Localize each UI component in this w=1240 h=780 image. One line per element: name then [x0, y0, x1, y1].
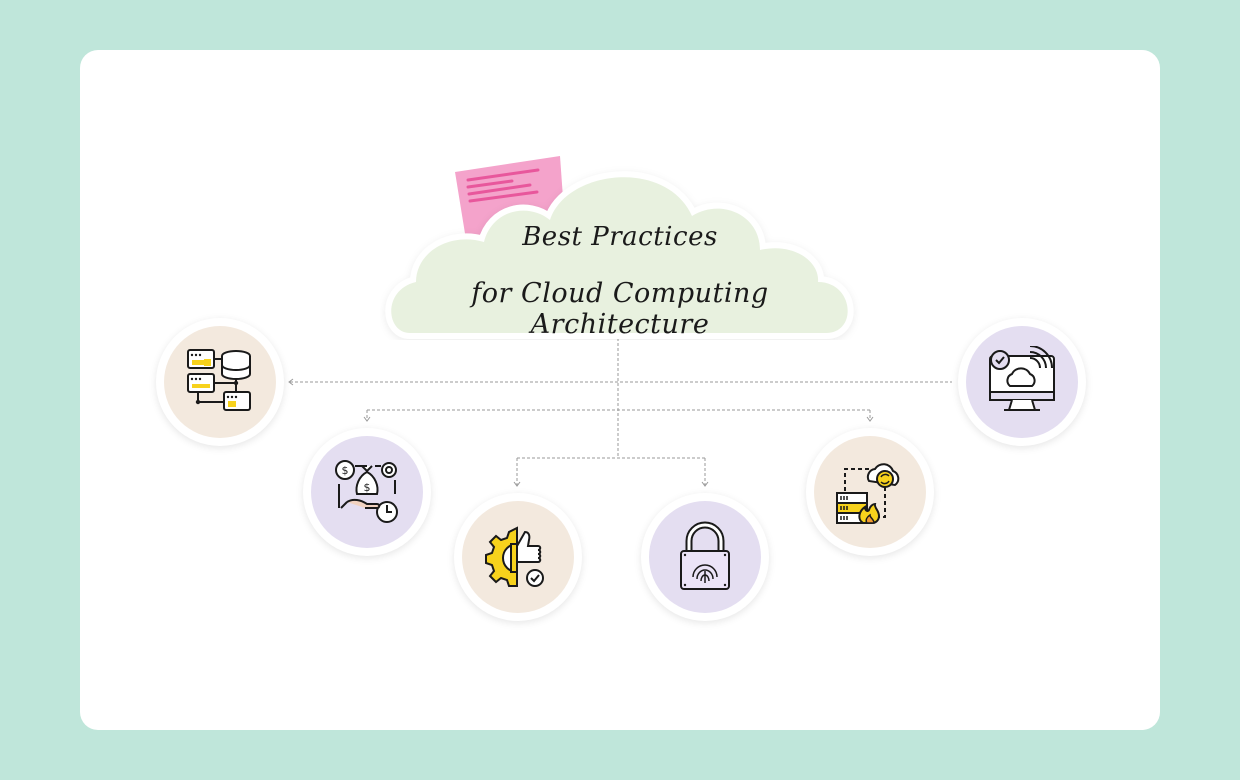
database-server-network-icon [187, 349, 251, 411]
fingerprint-lock-icon [680, 521, 730, 590]
cloud-shape [385, 156, 854, 339]
node-monitoring [958, 318, 1086, 446]
title-cloud: Best Practices for Cloud Computing Archi… [380, 150, 860, 340]
node-reliability-disaster-recovery [806, 428, 934, 556]
server-fire-cloud-sync-icon [836, 463, 900, 524]
node-data-architecture [156, 318, 284, 446]
svg-text:$: $ [342, 464, 349, 477]
node-security [641, 493, 769, 621]
money-bag-cycle-icon: $ $ [335, 460, 398, 523]
node-cost-optimization: $ $ [303, 428, 431, 556]
monitor-cloud-wifi-check-icon [989, 346, 1055, 411]
node-operational-excellence [454, 493, 582, 621]
gear-thumbs-up-icon [485, 526, 544, 587]
title-line-1: Best Practices [522, 222, 718, 252]
svg-text:$: $ [364, 481, 371, 494]
title-line-2: for Cloud Computing Architecture [471, 278, 769, 340]
